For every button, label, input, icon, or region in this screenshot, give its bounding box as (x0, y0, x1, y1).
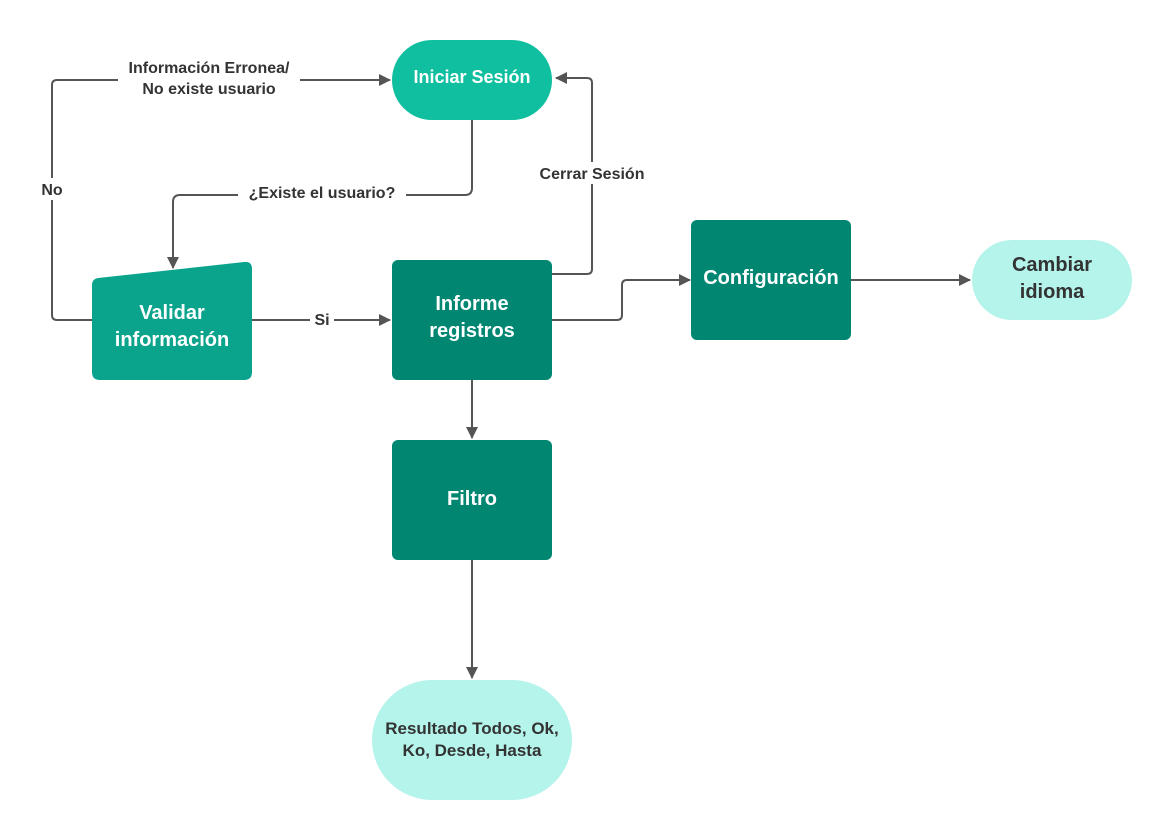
node-cambiar-idioma-line2: idioma (1020, 281, 1085, 303)
node-iniciar-sesion: Iniciar Sesión (392, 40, 552, 120)
node-cambiar-idioma: Cambiar idioma (972, 240, 1132, 320)
node-resultado-line2: Ko, Desde, Hasta (403, 741, 542, 760)
node-validar-line1: Validar (139, 302, 205, 324)
edge-label-error-line2: No existe usuario (142, 81, 276, 98)
node-resultado-line1: Resultado Todos, Ok, (385, 719, 558, 738)
node-informe-shape (392, 260, 552, 380)
node-validar-shape (92, 261, 252, 380)
node-configuracion: Configuración (691, 220, 851, 340)
edge-label-existe: ¿Existe el usuario? (249, 185, 396, 202)
edge-label-error-line1: Información Erronea/ (129, 60, 290, 77)
node-configuracion-shape (691, 220, 851, 340)
node-filtro: Filtro (392, 440, 552, 560)
node-informe-line1: Informe (435, 293, 508, 315)
edge-label-si: Si (314, 312, 329, 329)
node-validar: Validar información (92, 261, 252, 380)
node-configuracion-label: Configuración (703, 267, 839, 289)
node-resultado-shape (372, 680, 572, 800)
edge-to-config (552, 274, 691, 321)
node-resultado: Resultado Todos, Ok, Ko, Desde, Hasta (372, 680, 572, 800)
node-iniciar-sesion-label: Iniciar Sesión (413, 67, 530, 87)
node-informe: Informe registros (392, 260, 552, 380)
node-cambiar-idioma-line1: Cambiar (1012, 254, 1092, 276)
node-iniciar-sesion-shape (392, 40, 552, 120)
node-filtro-shape (392, 440, 552, 560)
edge-label-cerrar: Cerrar Sesión (540, 166, 645, 183)
node-validar-line2: información (115, 329, 229, 351)
node-informe-line2: registros (429, 320, 515, 342)
node-filtro-label: Filtro (447, 488, 497, 510)
edge-label-no: No (41, 182, 63, 199)
node-cambiar-idioma-shape (972, 240, 1132, 320)
